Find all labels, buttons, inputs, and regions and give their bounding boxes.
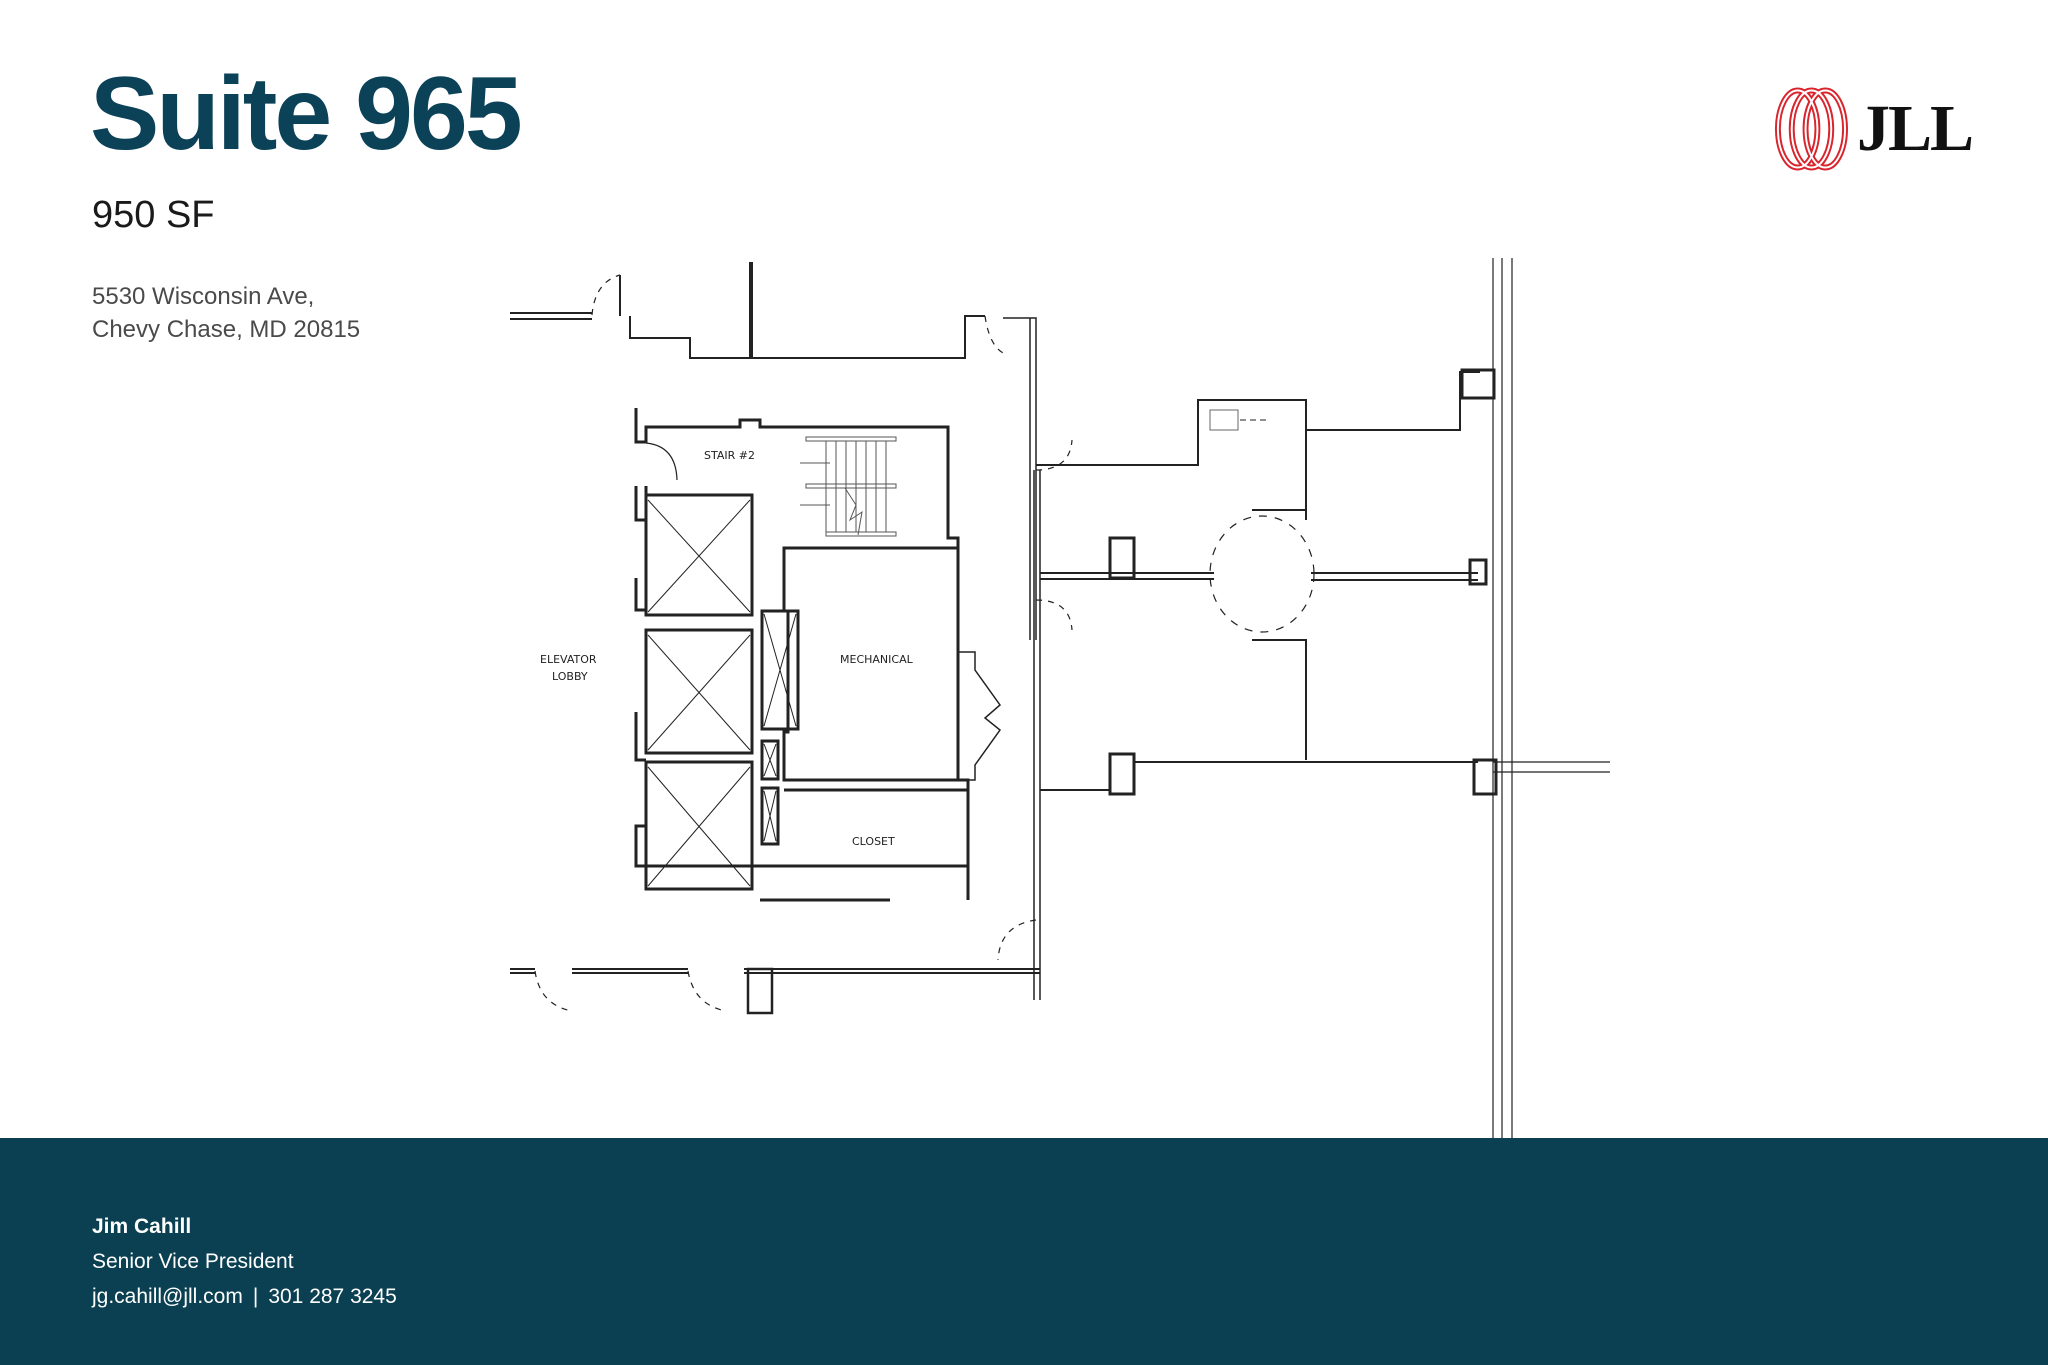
- contact-phone[interactable]: 301 287 3245: [268, 1285, 397, 1308]
- label-closet: CLOSET: [852, 835, 895, 848]
- logo-text: JLL: [1856, 92, 1974, 165]
- label-elevator-lobby-2: LOBBY: [552, 670, 588, 683]
- contact-block: Jim Cahill Senior Vice President jg.cahi…: [92, 1210, 397, 1314]
- footer: Jim Cahill Senior Vice President jg.cahi…: [0, 1138, 2048, 1365]
- separator: |: [252, 1285, 259, 1308]
- label-mechanical: MECHANICAL: [840, 653, 914, 666]
- address-line-2: Chevy Chase, MD 20815: [92, 316, 361, 343]
- jll-logo: JLL: [1772, 84, 1974, 174]
- contact-title: Senior Vice President: [92, 1250, 294, 1273]
- page-title: Suite 965: [90, 56, 523, 172]
- label-stair: STAIR #2: [704, 449, 755, 462]
- label-elevator-lobby-1: ELEVATOR: [540, 653, 597, 666]
- contact-details: jg.cahill@jll.com | 301 287 3245: [92, 1279, 397, 1314]
- floor-plan: STAIR #2 ELEVATOR LOBBY MECHANICAL CLOSE…: [510, 258, 1610, 1138]
- suite-area: 950 SF: [92, 194, 215, 236]
- address-line-1: 5530 Wisconsin Ave,: [92, 283, 315, 310]
- contact-email[interactable]: jg.cahill@jll.com: [92, 1285, 243, 1308]
- address: 5530 Wisconsin Ave, Chevy Chase, MD 2081…: [92, 280, 360, 346]
- jll-rings-icon: [1774, 87, 1848, 171]
- contact-name: Jim Cahill: [92, 1215, 192, 1238]
